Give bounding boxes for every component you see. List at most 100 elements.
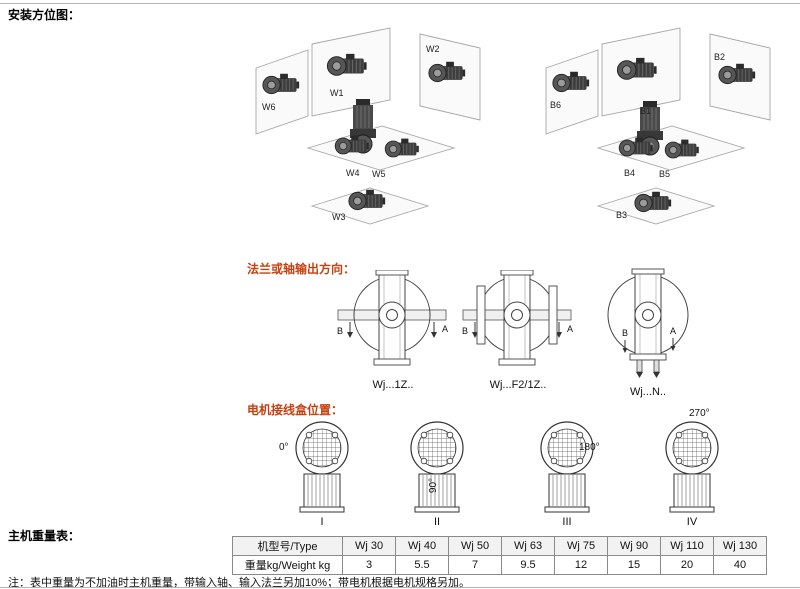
panel-b6 (545, 49, 599, 135)
gearbox-body (673, 473, 711, 508)
top-cap (631, 268, 665, 275)
angle-label-0: 0° (279, 442, 289, 453)
model-cell: Wj 40 (395, 536, 449, 556)
hub-bore (642, 309, 654, 321)
bolt (305, 431, 313, 439)
bolt (550, 457, 558, 465)
top-rule (0, 3, 800, 4)
arrow-down-right (431, 332, 437, 338)
hub-bore (386, 309, 398, 321)
bolt (576, 457, 584, 465)
weight-table-header-row: 机型号/Type Wj 30 Wj 40 Wj 50 Wj 63 Wj 75 W… (232, 536, 767, 556)
top-cap (500, 269, 534, 276)
terminal-position-4: 270° IV (647, 408, 737, 532)
fins (307, 475, 337, 506)
bolt (675, 431, 683, 439)
model-cell: Wj 90 (607, 536, 661, 556)
flange-diagram-1: B A Wj...1Z.. (330, 269, 456, 391)
position-numeral-3: III (562, 516, 572, 528)
model-cell: Wj 75 (554, 536, 608, 556)
section-title-terminal: 电机接线盒位置： (247, 403, 344, 417)
panel-w3 (310, 187, 430, 225)
flange-drawing-1: B A (337, 269, 448, 366)
label-w4: W4 (346, 168, 360, 178)
flange-diagram-2: B A Wj...F2/1Z.. (455, 269, 581, 391)
section-title-weight: 主机重量表： (8, 529, 81, 543)
position-numeral-1: I (320, 516, 324, 528)
output-shaft-right (653, 359, 660, 373)
section-title-flange: 法兰或轴输出方向： (247, 262, 356, 276)
base-foot (544, 506, 590, 513)
arrow-down-left (347, 332, 353, 338)
gearbox-body (418, 473, 456, 508)
weight-cell: 7 (448, 555, 502, 575)
label-b2: B2 (714, 52, 725, 62)
fins (677, 475, 707, 506)
flange-drawing-2: B A (462, 269, 573, 366)
bolt (446, 431, 454, 439)
weight-cell: 12 (554, 555, 608, 575)
weight-header-cell: 重量kg/Weight kg (232, 555, 343, 575)
model-cell: Wj 110 (660, 536, 714, 556)
weight-cell: 15 (607, 555, 661, 575)
arrow-down-left (622, 348, 628, 353)
gearbox-body (548, 473, 586, 508)
base-foot (669, 506, 715, 513)
panel-b1 (601, 27, 681, 117)
bolt (331, 431, 339, 439)
model-cell: Wj 130 (713, 536, 767, 556)
label-b5: B5 (659, 169, 670, 179)
bolt (576, 431, 584, 439)
hub-bore (511, 309, 523, 321)
model-cell: Wj 30 (342, 536, 396, 556)
label-b4: B4 (624, 168, 635, 178)
arrow-down-right (556, 332, 562, 338)
angle-label-180: 180° (579, 442, 600, 453)
angle-label-90: 90° (428, 477, 440, 494)
model-cell: Wj 63 (501, 536, 555, 556)
arrow-down-right (670, 346, 676, 351)
weight-cell: 40 (713, 555, 767, 575)
label-b6: B6 (550, 100, 561, 110)
fan-grid (548, 429, 586, 467)
panel-w2 (419, 33, 481, 121)
side-plate-left (476, 285, 486, 345)
gearbox-front-view-2 (410, 421, 464, 513)
mounting-panels-b (545, 27, 771, 225)
label-b1: B1 (640, 106, 651, 116)
angle-label-270: 270° (689, 408, 710, 419)
fan-grid (673, 429, 711, 467)
arrow-shaft-right (653, 372, 660, 378)
type-header-cell: 机型号/Type (232, 536, 343, 556)
weight-cell: 3 (342, 555, 396, 575)
label-b3: B3 (616, 210, 627, 220)
bottom-rule (0, 587, 800, 588)
fan-grid (303, 429, 341, 467)
base (498, 358, 536, 366)
weight-table: 机型号/Type Wj 30 Wj 40 Wj 50 Wj 63 Wj 75 W… (232, 536, 767, 575)
mounting-diagram-b-series: B6 B1 B2 B4 B5 B3 (545, 27, 771, 225)
bolt (701, 457, 709, 465)
flange-caption-1: Wj...1Z.. (372, 379, 414, 391)
flange-caption-2: Wj...F2/1Z.. (489, 379, 547, 391)
shaft-label-a: A (567, 324, 573, 334)
label-w3: W3 (332, 212, 346, 222)
position-numeral-4: IV (686, 516, 698, 528)
bolt (420, 457, 428, 465)
gearbox-body (303, 473, 341, 508)
flange-caption-3: Wj...N.. (629, 386, 667, 398)
shaft-label-b: B (622, 328, 628, 338)
fins (422, 475, 452, 506)
shaft-label-a: A (670, 326, 676, 336)
side-plate-right (548, 285, 558, 345)
weight-table-value-row: 重量kg/Weight kg 3 5.5 7 9.5 12 15 20 40 (232, 555, 767, 575)
section-title-mounting: 安装方位图： (8, 8, 81, 22)
top-cap (375, 269, 409, 276)
weight-cell: 20 (660, 555, 714, 575)
panel-b3 (596, 187, 716, 225)
arrow-down-left (472, 332, 478, 338)
weight-cell: 9.5 (501, 555, 555, 575)
fins (552, 475, 582, 506)
bolt (446, 457, 454, 465)
